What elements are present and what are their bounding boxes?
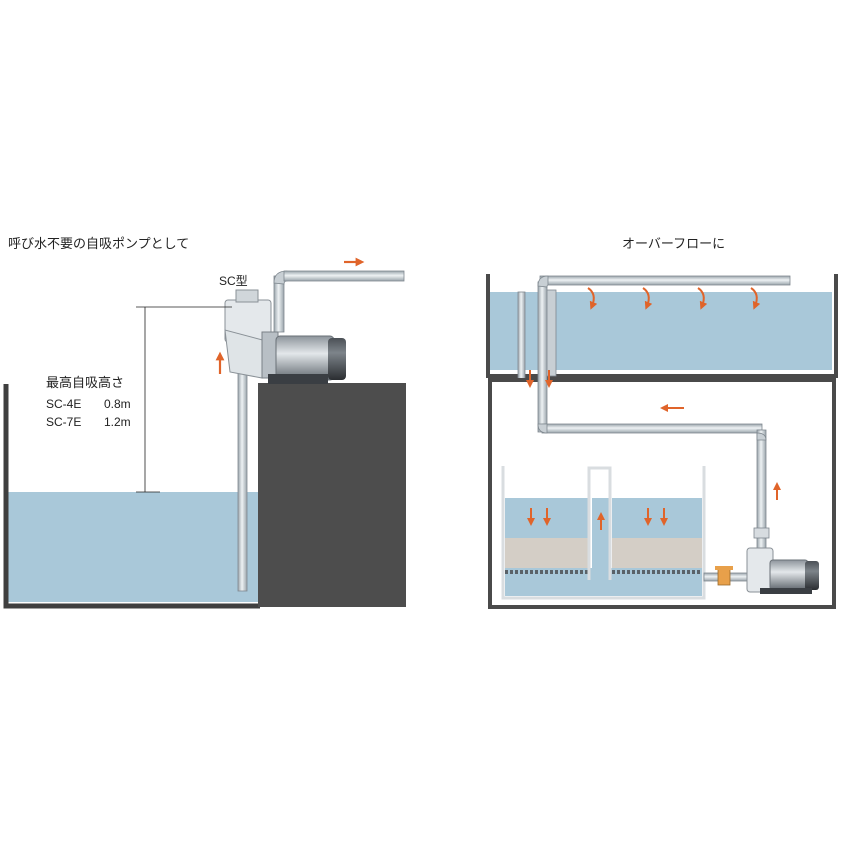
sump-water-right (612, 498, 702, 538)
display-tank-wall (486, 274, 838, 378)
height-title: 最高自吸高さ (46, 376, 125, 391)
pump-icon (746, 547, 819, 594)
spec-height: 1.2m (104, 415, 131, 429)
left-tank-wall (3, 384, 260, 609)
pipe-fitting (753, 527, 770, 539)
pump-icon (224, 289, 346, 384)
return-pipe-top (539, 275, 791, 286)
valve-icon (715, 566, 733, 586)
flow-arrow-icon (642, 287, 653, 310)
pump-model-label: SC型 (219, 274, 248, 288)
flow-arrows-display (587, 287, 761, 310)
sump-media-right (612, 538, 702, 568)
sump-center-chamber (592, 498, 610, 596)
sump-wall (501, 466, 706, 600)
discharge-pipe-horizontal (283, 270, 405, 282)
spec-height: 0.8m (104, 397, 131, 411)
overflow-box (545, 289, 557, 377)
flow-arrow-icon (697, 287, 708, 310)
spec-model: SC-7E (46, 415, 82, 429)
pump-pedestal (258, 383, 406, 607)
sump-divider (587, 498, 612, 580)
left-panel-title: 呼び水不要の自吸ポンプとして (8, 237, 190, 252)
left-water (8, 492, 258, 602)
discharge-pipe-vertical (273, 275, 285, 333)
right-panel-title: オーバーフローに (622, 237, 726, 252)
sump-media-left (505, 538, 589, 568)
drain-pipe (537, 281, 548, 433)
return-pipe-horizontal (541, 423, 763, 434)
flow-arrow-icon (750, 287, 761, 310)
sump-divider-frame (587, 466, 612, 498)
spec-model: SC-4E (46, 397, 82, 411)
flow-arrow-icon (587, 287, 598, 310)
